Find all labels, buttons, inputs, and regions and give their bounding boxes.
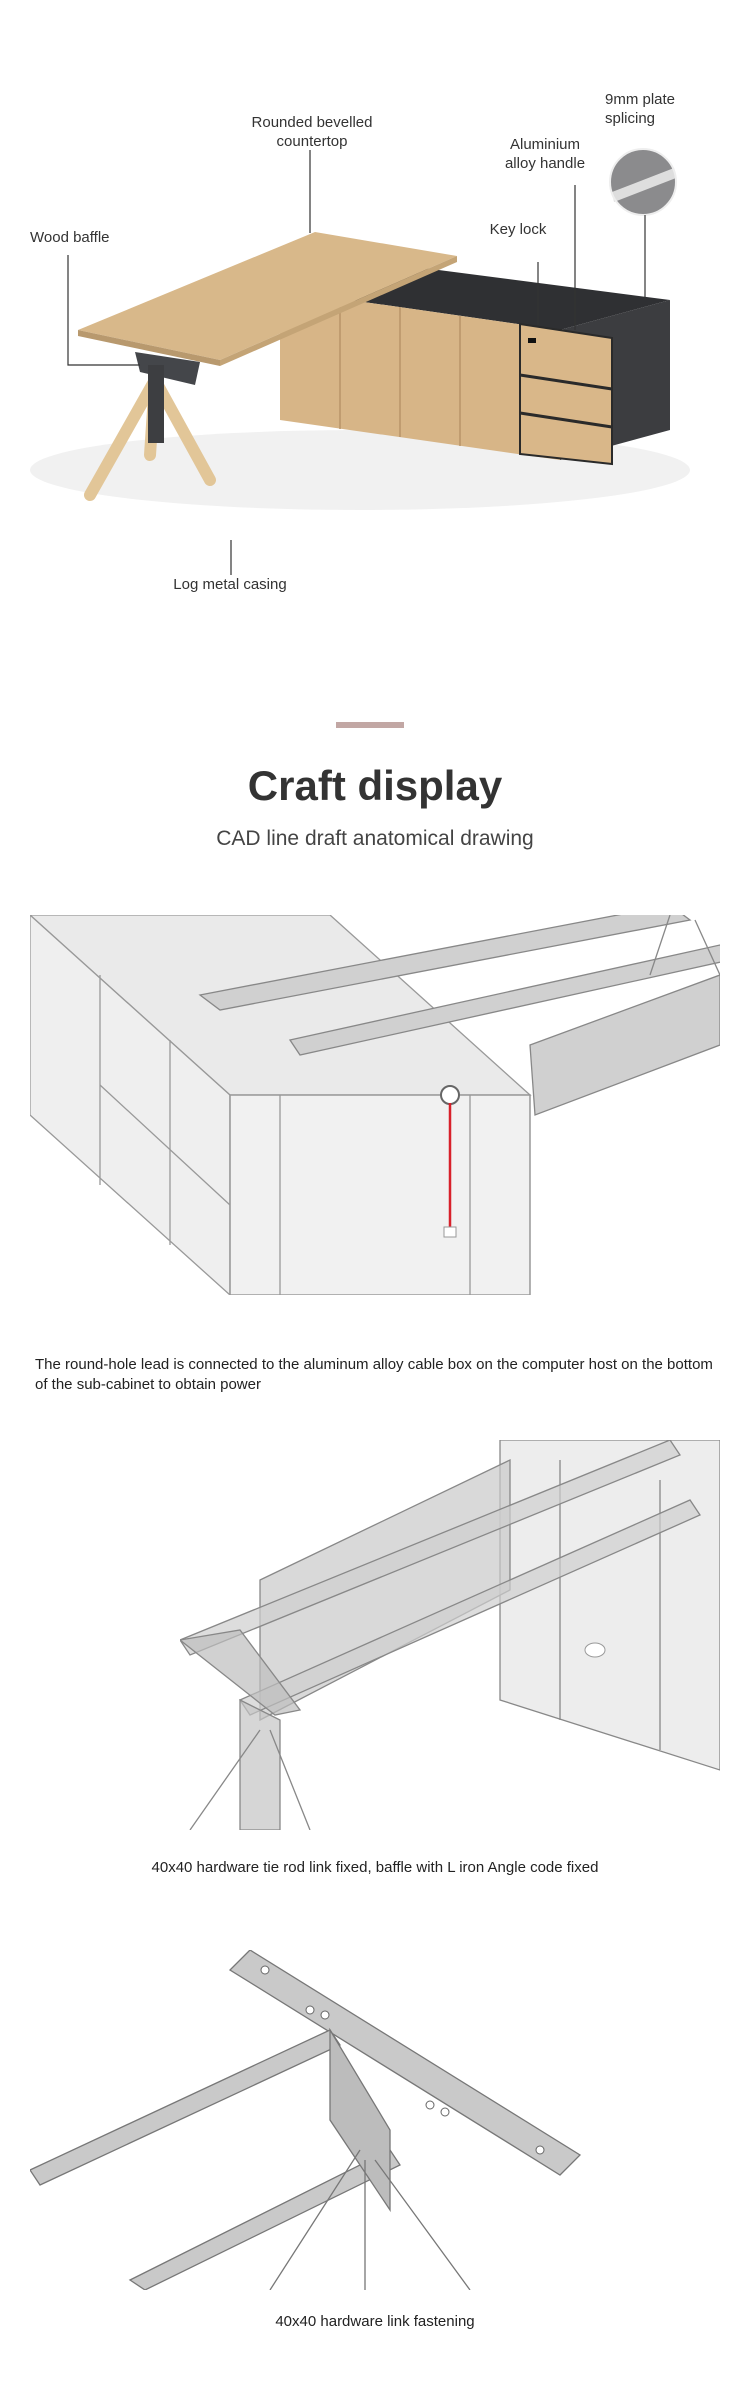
drawing-caption: The round-hole lead is connected to the … <box>35 1356 713 1393</box>
page-title: Craft display <box>247 762 503 809</box>
cad-drawing-cable-box <box>30 915 720 1295</box>
desktop-top <box>78 232 457 385</box>
cad-drawing-tie-rod <box>180 1440 720 1830</box>
desk-illustration <box>30 148 690 575</box>
label-log-metal-casing: Log metal casing <box>173 576 287 593</box>
label-aluminium-handle: Aluminium alloy handle <box>504 136 586 172</box>
plate-splicing-detail <box>609 148 677 216</box>
cad-drawing-link-fastening <box>30 1950 582 2290</box>
section-divider <box>336 722 404 728</box>
drawing-caption: 40x40 hardware link fastening <box>275 2313 475 2330</box>
drawing-caption: 40x40 hardware tie rod link fixed, baffl… <box>151 1859 599 1876</box>
label-plate-splicing: 9mm plate splicing <box>605 91 676 127</box>
label-wood-baffle: Wood baffle <box>30 229 110 246</box>
page-subtitle: CAD line draft anatomical drawing <box>216 827 534 850</box>
label-rounded-countertop: Rounded bevelled countertop <box>251 114 373 150</box>
label-key-lock: Key lock <box>489 221 547 238</box>
